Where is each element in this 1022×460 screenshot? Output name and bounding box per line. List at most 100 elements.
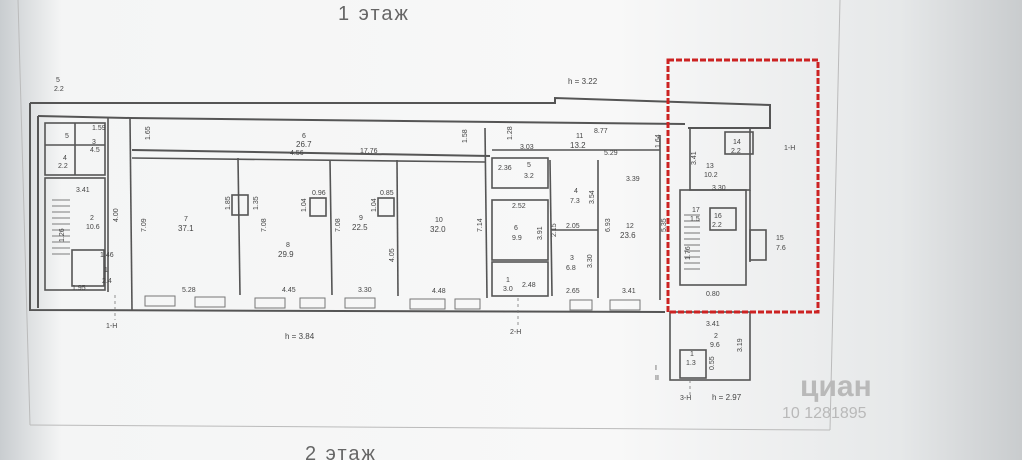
dimension-label: 3.30: [358, 287, 372, 294]
dimension-label: 4.00: [113, 208, 120, 222]
room-number: 8: [286, 242, 290, 249]
dimension-labels: 1.59 1.65 3.41 4.00 1.46 1.95 7.09 1.85 …: [59, 125, 744, 370]
room-area: 3.2: [524, 173, 534, 180]
room-number: 6: [514, 225, 518, 232]
dimension-label: 3.41: [622, 288, 636, 295]
room-number: 2: [714, 333, 718, 340]
watermark-id: 10 1281895: [782, 405, 867, 422]
room-labels: 5 2.2 5 3 4.5 4 2.2 2 10.6 1 2.4 6 26.7 …: [54, 77, 786, 367]
dimension-label: 2.48: [522, 282, 536, 289]
room-number: 15: [776, 235, 784, 242]
height-top: h = 3.22: [568, 77, 598, 86]
dimension-label: 1.59: [92, 125, 106, 132]
height-annex: h = 2.97: [712, 393, 742, 402]
room-area: 9.6: [710, 342, 720, 349]
dimension-label: 4.45: [282, 287, 296, 294]
dimension-label: 8.77: [594, 128, 608, 135]
dimension-label: 2.65: [566, 288, 580, 295]
room-number: 7: [184, 216, 188, 223]
dimension-label: 0.85: [380, 190, 394, 197]
room-area: 7.3: [570, 198, 580, 205]
section-label: 2-Н: [510, 329, 521, 336]
room-number: 1: [104, 267, 108, 274]
section-lines: [114, 295, 691, 395]
dimension-label: 3.39: [626, 176, 640, 183]
dimension-label: 4.05: [389, 248, 396, 262]
dimension-label: 5.35: [661, 218, 668, 232]
room-area: 1.5: [690, 216, 700, 223]
room-number: 2: [90, 215, 94, 222]
room-number: 16: [714, 213, 722, 220]
dimension-label: 3.41: [76, 187, 90, 194]
room-area: 10.6: [86, 224, 100, 231]
room-number: 1: [690, 351, 694, 358]
room-number: 3: [570, 255, 574, 262]
room-area: 2.2: [731, 148, 741, 155]
dimension-label: 6.93: [605, 218, 612, 232]
stairs: [52, 199, 700, 270]
room-area: 6.8: [566, 265, 576, 272]
room-number: 4: [574, 188, 578, 195]
dimension-label: 7.14: [477, 218, 484, 232]
dimension-label: 1.46: [100, 252, 114, 259]
dimension-label: 1.04: [301, 198, 308, 212]
section-label: 1-Н: [106, 323, 117, 330]
room-area: 10.2: [704, 172, 718, 179]
dimension-label: 5.29: [604, 150, 618, 157]
dimension-label: 1.26: [59, 228, 66, 242]
room-area: 29.9: [278, 250, 294, 259]
dimension-label: 2.36: [498, 165, 512, 172]
dimension-label: 1.58: [462, 129, 469, 143]
dimension-label: 5.28: [182, 287, 196, 294]
watermark-logo: циан: [800, 370, 872, 403]
stair-mark: II: [655, 375, 659, 382]
room-number: 1: [506, 277, 510, 284]
room-number: 4: [63, 155, 67, 162]
highlight-frame: [666, 58, 820, 314]
room-area: 4.5: [90, 147, 100, 154]
dimension-label: 0.80: [706, 291, 720, 298]
dimension-label: 1.85: [225, 196, 232, 210]
dimension-label: 2.52: [512, 203, 526, 210]
dimension-label: 0.96: [312, 190, 326, 197]
dimension-label: 1.28: [507, 126, 514, 140]
watermark: циан 10 1281895: [782, 370, 872, 422]
room-area: 22.5: [352, 223, 368, 232]
room-area: 13.2: [570, 141, 586, 150]
room-area: 2.2: [58, 163, 68, 170]
room-number: 11: [576, 133, 583, 140]
room-number: 12: [626, 223, 634, 230]
dimension-label: 3.91: [537, 226, 544, 240]
dimension-label: 1.95: [72, 285, 86, 292]
dimension-label: 7.08: [261, 218, 268, 232]
room-area: 3.0: [503, 286, 513, 293]
interior-walls: [44, 117, 767, 381]
windows-bottom: [144, 295, 641, 311]
room-number: 14: [733, 139, 741, 146]
room-number: 5: [65, 133, 69, 140]
dimension-label: 4.48: [432, 288, 446, 295]
room-number: 17: [692, 207, 700, 214]
dimension-label: 3.41: [691, 151, 698, 165]
room-area: 1.3: [686, 360, 696, 367]
dimension-label: 3.30: [712, 185, 726, 192]
section-label: 3-Н: [680, 395, 691, 402]
room-area: 7.6: [776, 245, 786, 252]
room-area: 2.2: [54, 86, 64, 93]
room-area: 26.7: [296, 140, 312, 149]
room-area: 2.4: [102, 278, 112, 285]
dimension-label: 3.30: [587, 254, 594, 268]
floor-title: 1 этаж: [338, 3, 410, 25]
dimension-label: 7.08: [335, 218, 342, 232]
dimension-label: 2.15: [551, 223, 558, 237]
next-floor-title: 2 этаж: [305, 443, 377, 460]
room-number: 9: [359, 215, 363, 222]
dimension-label: 3.54: [589, 190, 596, 204]
dimension-label: 1.04: [371, 198, 378, 212]
dimension-label: 1.65: [145, 126, 152, 140]
room-number: 6: [302, 133, 306, 140]
height-main: h = 3.84: [285, 332, 315, 341]
dimension-label: 3.41: [706, 321, 720, 328]
